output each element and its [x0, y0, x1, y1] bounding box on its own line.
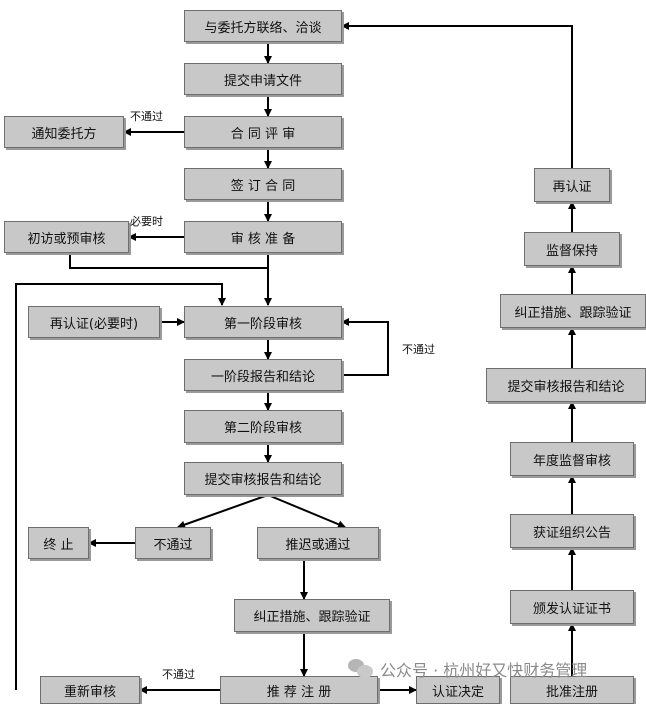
edge-stage1-fail-loop [341, 318, 389, 376]
node-contact: 与委托方联络、洽谈 [184, 10, 342, 42]
node-submit-application: 提交申请文件 [184, 63, 342, 95]
node-corrective-right: 纠正措施、跟踪验证 [500, 294, 646, 328]
node-maintain: 监督保持 [524, 232, 620, 266]
node-stage1-report: 一阶段报告和结论 [184, 359, 342, 391]
watermark-text: 公众号 · 杭州好又快财务管理 [380, 661, 588, 680]
node-submit-report: 提交审核报告和结论 [184, 462, 342, 495]
node-contract-review: 合 同 评 审 [184, 116, 342, 148]
edge-previsit-stage1 [69, 253, 268, 269]
edge-label-not-pass-top: 不通过 [130, 110, 163, 123]
node-announcement: 获证组织公告 [510, 514, 634, 548]
edge-submit-fail [177, 494, 269, 529]
edge-reaudit-stage1 [15, 283, 226, 690]
node-issue-certificate: 颁发认证证书 [510, 590, 634, 624]
edge-label-not-pass-stage1: 不通过 [402, 343, 435, 356]
node-pre-visit: 初访或预审核 [4, 221, 129, 253]
node-notify-client: 通知委托方 [4, 116, 124, 148]
node-terminate: 终 止 [28, 527, 89, 559]
node-recertification: 再认证 [534, 168, 610, 202]
edge-label-when-needed: 必要时 [130, 215, 163, 228]
node-reaudit: 重新审核 [40, 676, 140, 704]
node-recert-if-needed: 再认证(必要时) [28, 306, 160, 338]
watermark: 公众号 · 杭州好又快财务管理 [348, 657, 587, 681]
node-stage2-audit: 第二阶段审核 [184, 410, 342, 443]
node-stage1-audit: 第一阶段审核 [184, 306, 342, 338]
node-sign-contract: 签 订 合 同 [184, 168, 342, 200]
node-annual-surveillance: 年度监督审核 [510, 442, 634, 476]
edge-recert-contact [341, 22, 573, 168]
node-corrective-left: 纠正措施、跟踪验证 [234, 599, 390, 632]
node-audit-prep: 审 核 准 备 [184, 221, 342, 253]
wechat-icon [348, 659, 374, 679]
node-defer-or-pass: 推迟或通过 [257, 527, 379, 559]
edge-submit-defer [267, 494, 346, 529]
edge-label-not-pass-bottom: 不通过 [162, 668, 195, 681]
node-not-pass: 不通过 [135, 527, 211, 559]
node-submit-report-right: 提交审核报告和结论 [486, 368, 646, 402]
